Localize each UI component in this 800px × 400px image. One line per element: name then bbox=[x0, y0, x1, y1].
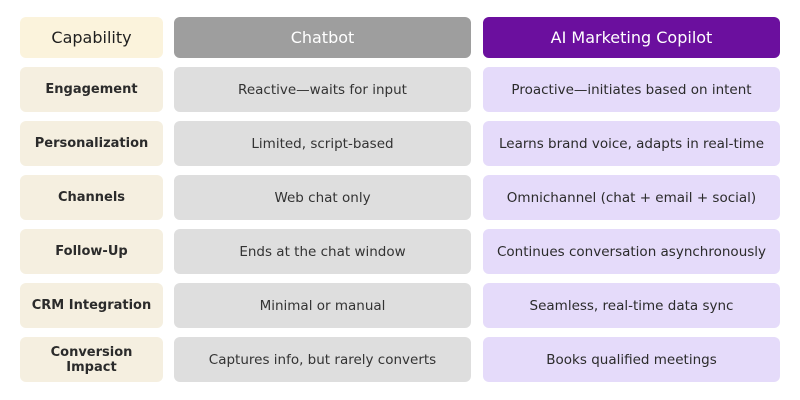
chatbot-follow-up: Ends at the chat window bbox=[174, 229, 471, 274]
copilot-channels: Omnichannel (chat + email + social) bbox=[483, 175, 780, 220]
chatbot-engagement: Reactive—waits for input bbox=[174, 67, 471, 112]
capability-engagement: Engagement bbox=[20, 67, 163, 112]
chatbot-conversion-impact: Captures info, but rarely converts bbox=[174, 337, 471, 382]
copilot-crm-integration: Seamless, real-time data sync bbox=[483, 283, 780, 328]
capability-follow-up: Follow-Up bbox=[20, 229, 163, 274]
capability-conversion-impact: Conversion Impact bbox=[20, 337, 163, 382]
header-ai-marketing-copilot: AI Marketing Copilot bbox=[483, 17, 780, 58]
copilot-conversion-impact: Books qualified meetings bbox=[483, 337, 780, 382]
chatbot-crm-integration: Minimal or manual bbox=[174, 283, 471, 328]
copilot-follow-up: Continues conversation asynchronously bbox=[483, 229, 780, 274]
chatbot-channels: Web chat only bbox=[174, 175, 471, 220]
header-capability: Capability bbox=[20, 17, 163, 58]
header-chatbot: Chatbot bbox=[174, 17, 471, 58]
copilot-engagement: Proactive—initiates based on intent bbox=[483, 67, 780, 112]
chatbot-personalization: Limited, script-based bbox=[174, 121, 471, 166]
copilot-personalization: Learns brand voice, adapts in real-time bbox=[483, 121, 780, 166]
capability-channels: Channels bbox=[20, 175, 163, 220]
capability-personalization: Personalization bbox=[20, 121, 163, 166]
capability-crm-integration: CRM Integration bbox=[20, 283, 163, 328]
